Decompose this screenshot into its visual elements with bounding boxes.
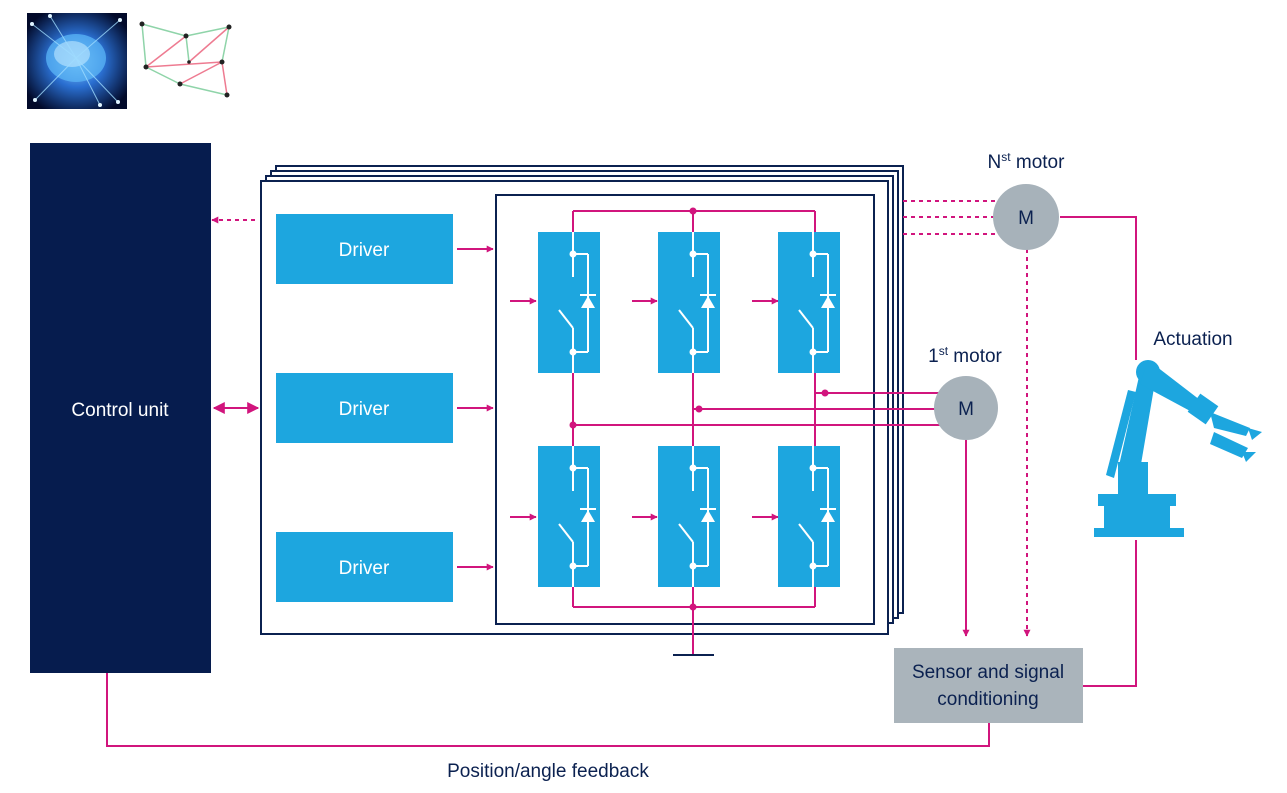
switch-cell-2 [658,232,720,373]
diode-symbol [821,296,835,308]
switch-cell-4 [538,446,600,587]
switch-terminal [809,562,817,570]
switch-wire [558,523,574,543]
first-motor-suffix: motor [948,346,1003,367]
first-motor-symbol: M [958,399,974,420]
junction-dots [569,207,829,611]
switch-terminal [569,464,577,472]
switch-wire [678,309,694,329]
switch-cell-3 [778,232,840,373]
switch-terminal [569,250,577,258]
switch-cell-6 [778,446,840,587]
control-unit-block [30,143,211,673]
first-motor-label: 1st motor [928,344,1002,367]
first-motor-circle [934,376,998,440]
control-unit-label: Control unit [71,400,169,421]
driver-label-3: Driver [339,558,390,579]
nth-motor-symbol: M [1018,208,1034,229]
driver-label-1: Driver [339,240,390,261]
switch-wire [678,523,694,543]
robot-arm-icon [1094,360,1262,537]
nth-motor-suffix: motor [1011,152,1066,173]
driver-block-2 [276,373,453,443]
nth-motor-label: Nst motor [988,150,1066,173]
switch-terminal [809,464,817,472]
diode-symbol [581,510,595,522]
switch-cells [538,232,840,587]
sensor-label-line2: conditioning [937,689,1038,710]
driver-block-3 [276,532,453,602]
sensor-block [894,648,1083,723]
sensor-label-line1: Sensor and signal [912,662,1064,683]
diode-symbol [701,510,715,522]
graph-network-icon [139,21,232,98]
switch-terminal [809,348,817,356]
switch-terminal [689,250,697,258]
diode-symbol [821,510,835,522]
brain-network-icon [27,13,127,109]
actuation-label: Actuation [1153,329,1232,350]
nth-motor-circle [993,184,1059,250]
diode-symbol [701,296,715,308]
switch-terminal [689,348,697,356]
switch-terminal [689,562,697,570]
switch-cell-5 [658,446,720,587]
feedback-label: Position/angle feedback [447,761,649,782]
switch-terminal [569,562,577,570]
driver-label-2: Driver [339,399,390,420]
nth-motor-superscript: st [1001,150,1011,164]
nth-motor-dashed-links [903,200,1031,637]
switch-terminal [569,348,577,356]
diode-symbol [581,296,595,308]
switch-wire [558,309,574,329]
signal-arrows [211,216,779,571]
first-motor-superscript: st [939,344,949,358]
switch-cell-1 [538,232,600,373]
switch-wire [798,523,814,543]
switch-terminal [809,250,817,258]
nth-motor-prefix: N [988,152,1002,173]
switch-terminal [689,464,697,472]
switch-wire [798,309,814,329]
first-motor-prefix: 1 [928,346,939,367]
driver-block-1 [276,214,453,284]
